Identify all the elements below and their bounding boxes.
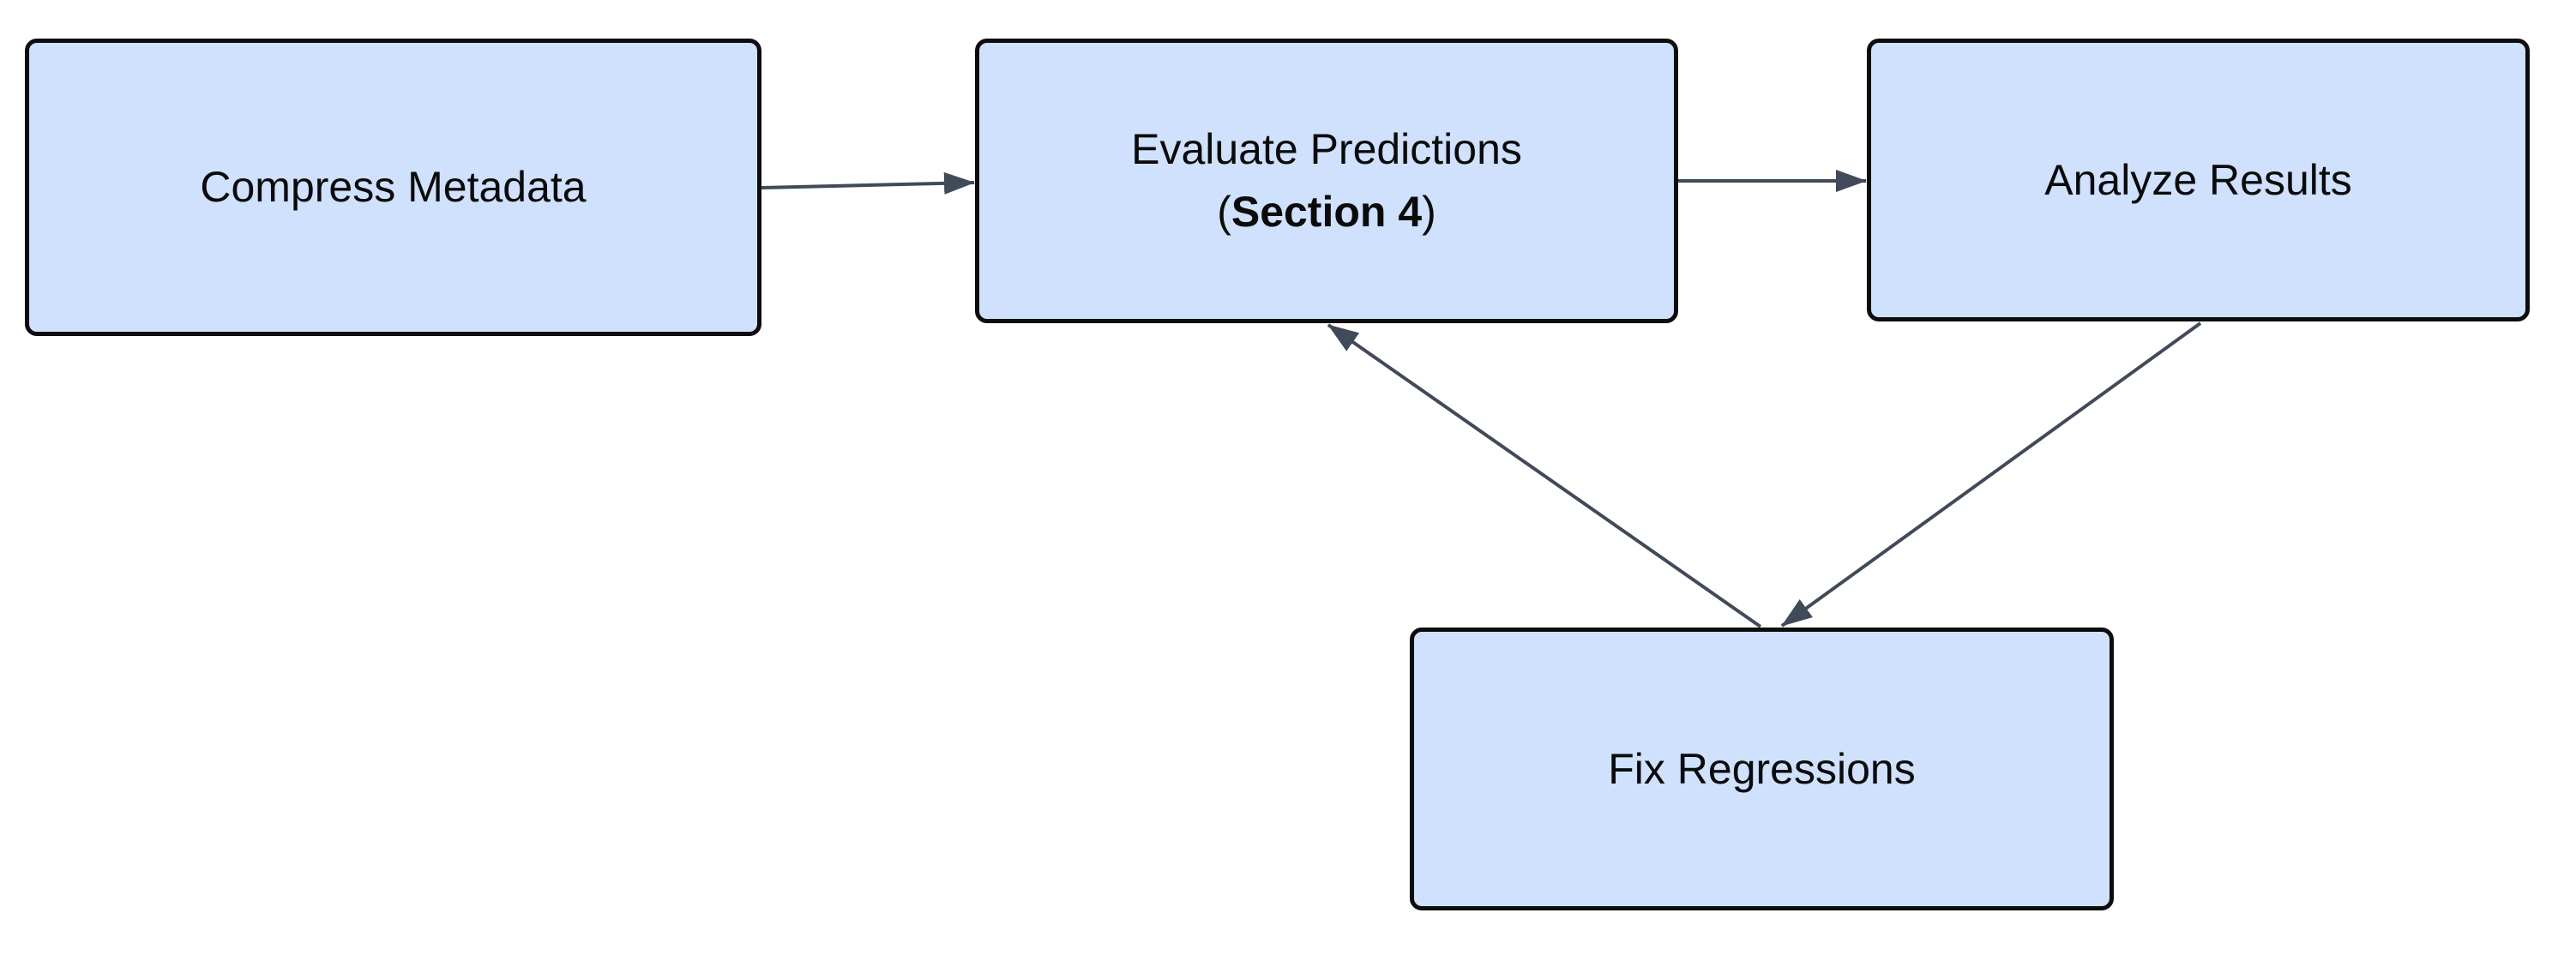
- node-label: Compress Metadata: [200, 156, 586, 219]
- edge-fix-to-evaluate: [1327, 323, 1762, 628]
- paren-open: (: [1217, 188, 1231, 236]
- node-evaluate-predictions: Evaluate Predictions (Section 4): [975, 39, 1678, 323]
- paren-close: ): [1422, 188, 1436, 236]
- edge-analyze-to-fix: [1780, 321, 2202, 628]
- node-label-text: Compress Metadata: [200, 163, 587, 211]
- node-compress-metadata: Compress Metadata: [25, 39, 761, 336]
- node-label-text: Analyze Results: [2044, 155, 2352, 204]
- node-label: Fix Regressions: [1608, 738, 1915, 801]
- node-label-line1: Evaluate Predictions: [1131, 118, 1522, 181]
- node-label-line2: (Section 4): [1131, 181, 1522, 243]
- node-fix-regressions: Fix Regressions: [1410, 628, 2114, 910]
- node-label-text: Fix Regressions: [1608, 744, 1916, 793]
- node-analyze-results: Analyze Results: [1867, 39, 2530, 321]
- node-label: Analyze Results: [2044, 149, 2352, 212]
- edge-compress-to-evaluate: [761, 171, 975, 195]
- node-label: Evaluate Predictions (Section 4): [1131, 118, 1522, 243]
- node-label-text: Evaluate Predictions: [1131, 125, 1522, 173]
- node-label-bold-text: Section 4: [1231, 188, 1423, 236]
